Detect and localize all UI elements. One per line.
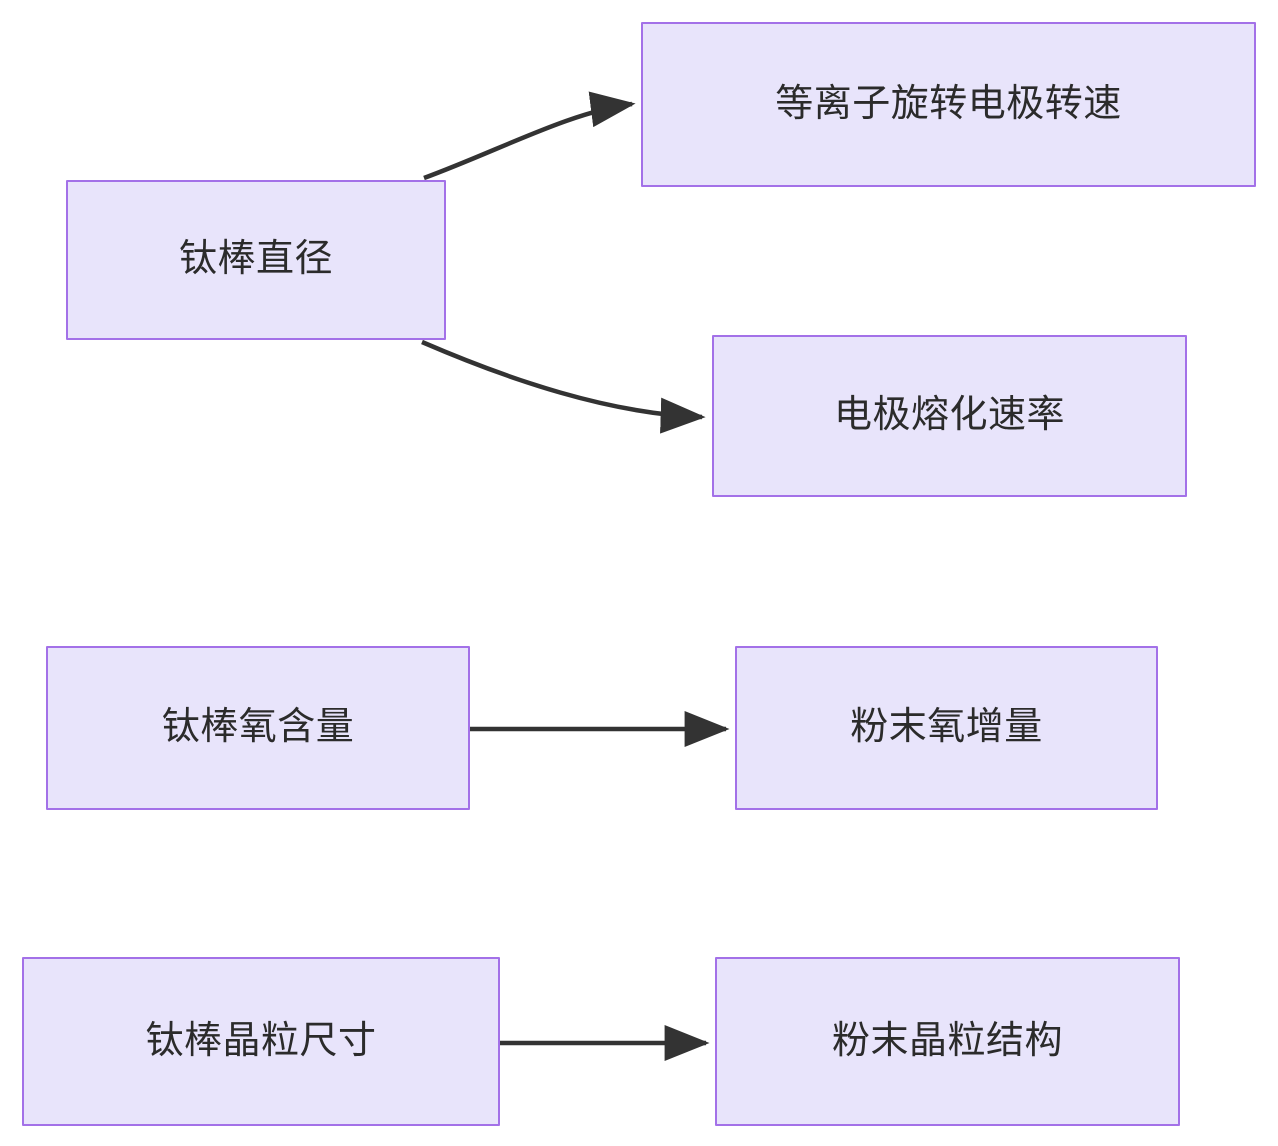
node-plasma-rotating-electrode-speed[interactable]: 等离子旋转电极转速 bbox=[641, 22, 1256, 187]
edge-ti-rod-diameter-to-plasma-speed bbox=[423, 91, 636, 181]
node-ti-rod-oxygen-content[interactable]: 钛棒氧含量 bbox=[46, 646, 470, 810]
edge-ti-rod-diameter-to-electrode-melting-rate bbox=[421, 339, 706, 434]
node-ti-rod-diameter-label: 钛棒直径 bbox=[178, 238, 333, 281]
node-powder-grain-structure-label: 粉末晶粒结构 bbox=[831, 1019, 1063, 1062]
node-electrode-melting-rate[interactable]: 电极熔化速率 bbox=[712, 335, 1187, 497]
node-powder-grain-structure[interactable]: 粉末晶粒结构 bbox=[715, 957, 1180, 1126]
node-powder-oxygen-increase-label: 粉末氧增量 bbox=[850, 706, 1043, 749]
node-ti-rod-diameter[interactable]: 钛棒直径 bbox=[66, 180, 446, 340]
node-plasma-rotating-electrode-speed-label: 等离子旋转电极转速 bbox=[775, 82, 1122, 125]
node-ti-rod-oxygen-content-label: 钛棒氧含量 bbox=[161, 706, 355, 749]
node-ti-rod-grain-size-label: 钛棒晶粒尺寸 bbox=[145, 1019, 377, 1062]
node-electrode-melting-rate-label: 电极熔化速率 bbox=[833, 394, 1065, 437]
node-powder-oxygen-increase[interactable]: 粉末氧增量 bbox=[735, 646, 1158, 810]
node-ti-rod-grain-size[interactable]: 钛棒晶粒尺寸 bbox=[22, 957, 500, 1126]
